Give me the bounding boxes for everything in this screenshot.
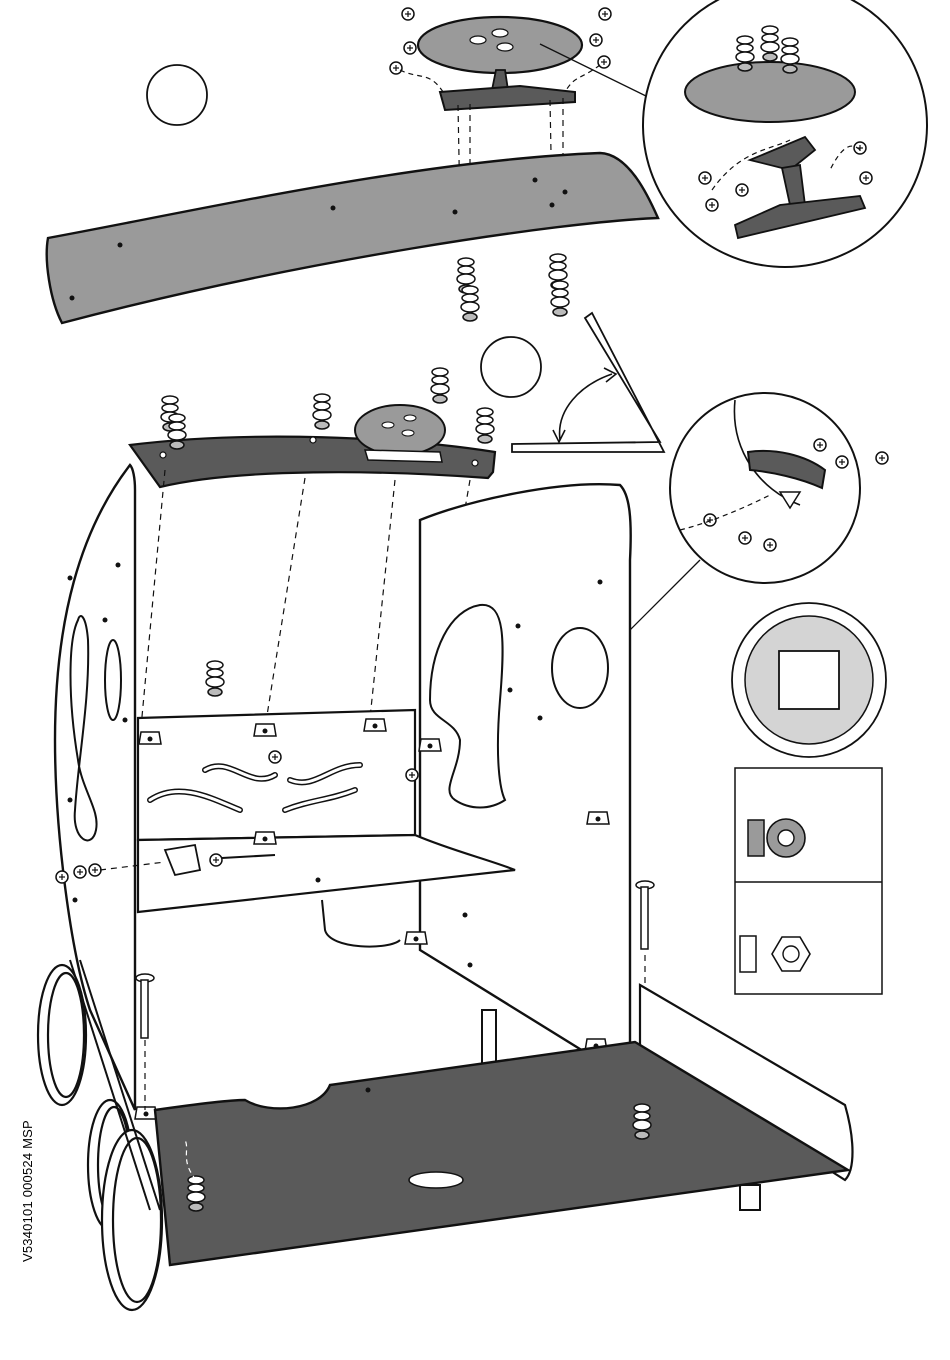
top-seat-assembly (390, 8, 611, 110)
document-code: V5340101 000524 MSP (20, 1120, 35, 1262)
seat-base-plate (440, 86, 575, 110)
carriage-bolt (136, 974, 154, 1038)
floor-board-hole (409, 1172, 463, 1188)
small-seat-disc (355, 405, 445, 455)
hardware-legend (735, 768, 882, 994)
step-circle-1 (147, 65, 207, 125)
step-circle-2 (481, 337, 541, 397)
cap-nut-icon (748, 819, 805, 857)
curved-backrest-board (47, 153, 658, 323)
carriage-bolt (636, 881, 654, 949)
square-drive-icon (732, 603, 886, 757)
